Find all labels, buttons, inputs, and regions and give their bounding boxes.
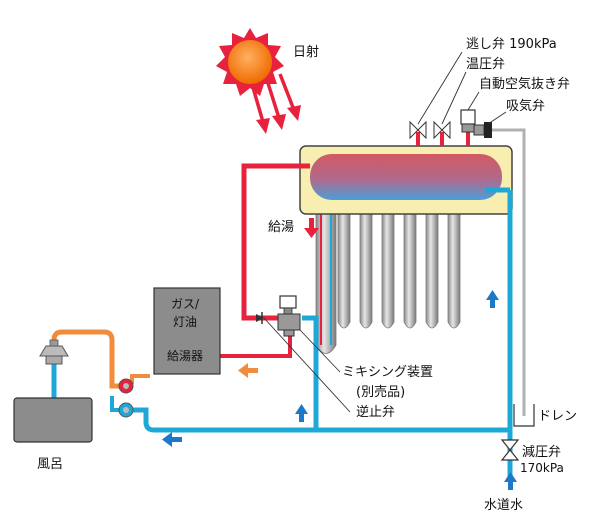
drain-label: ドレン [538,409,578,424]
heater-label-line3: 給湯器 [166,349,203,363]
relief-valve-label: 逃し弁 190kPa [466,37,557,52]
hot-water-supply-label: 給湯 [268,220,295,235]
reducing-valve-icon [500,439,520,461]
air-vent-valve-icon [460,109,476,146]
sun-rays [250,73,301,134]
check-valve-icon [256,312,264,324]
intake-valve-icon [473,122,492,138]
cutaway-tube [315,205,337,354]
faucet-icon [39,339,69,365]
heater-label-line1: ガス/ [170,297,200,311]
heater-to-valve-pipe [130,374,150,384]
temp-pressure-valve-icon [433,120,451,146]
check-valve-label: 逆止弁 [356,405,396,420]
flow-arrows [162,218,517,490]
water-heater-box [153,287,221,375]
sold-separately-label: (別売品) [356,385,406,400]
tap-water-label: 水道水 [484,498,524,513]
bathtub [13,397,93,443]
drain-pipe [492,128,526,416]
cold-main-pipe [128,190,513,433]
storage-tank [299,145,513,215]
sun-icon [216,28,284,96]
sun-label: 日射 [293,45,320,60]
mixing-device-label: ミキシング装置 [342,365,434,380]
intake-valve-label: 吸気弁 [506,99,546,114]
bath-label: 風呂 [37,457,64,472]
heater-hot-pipe [212,330,292,358]
air-vent-valve-label: 自動空気抜き弁 [479,77,571,92]
relief-valve-icon [409,120,427,146]
bath-hot-pipe [51,329,126,389]
heater-label-line2: 灯油 [172,315,197,329]
reducing-valve-label: 減圧弁 [522,445,562,460]
cold-to-mixer-pipe [302,315,319,430]
collector-tubes [337,205,461,329]
drain-cup [513,404,535,427]
bath-valves [118,378,134,418]
mixing-device-icon [277,295,301,337]
temp-pressure-valve-label: 温圧弁 [466,57,506,72]
reducing-valve-pressure-label: 170kPa [520,461,564,475]
leader-lines [263,51,507,413]
